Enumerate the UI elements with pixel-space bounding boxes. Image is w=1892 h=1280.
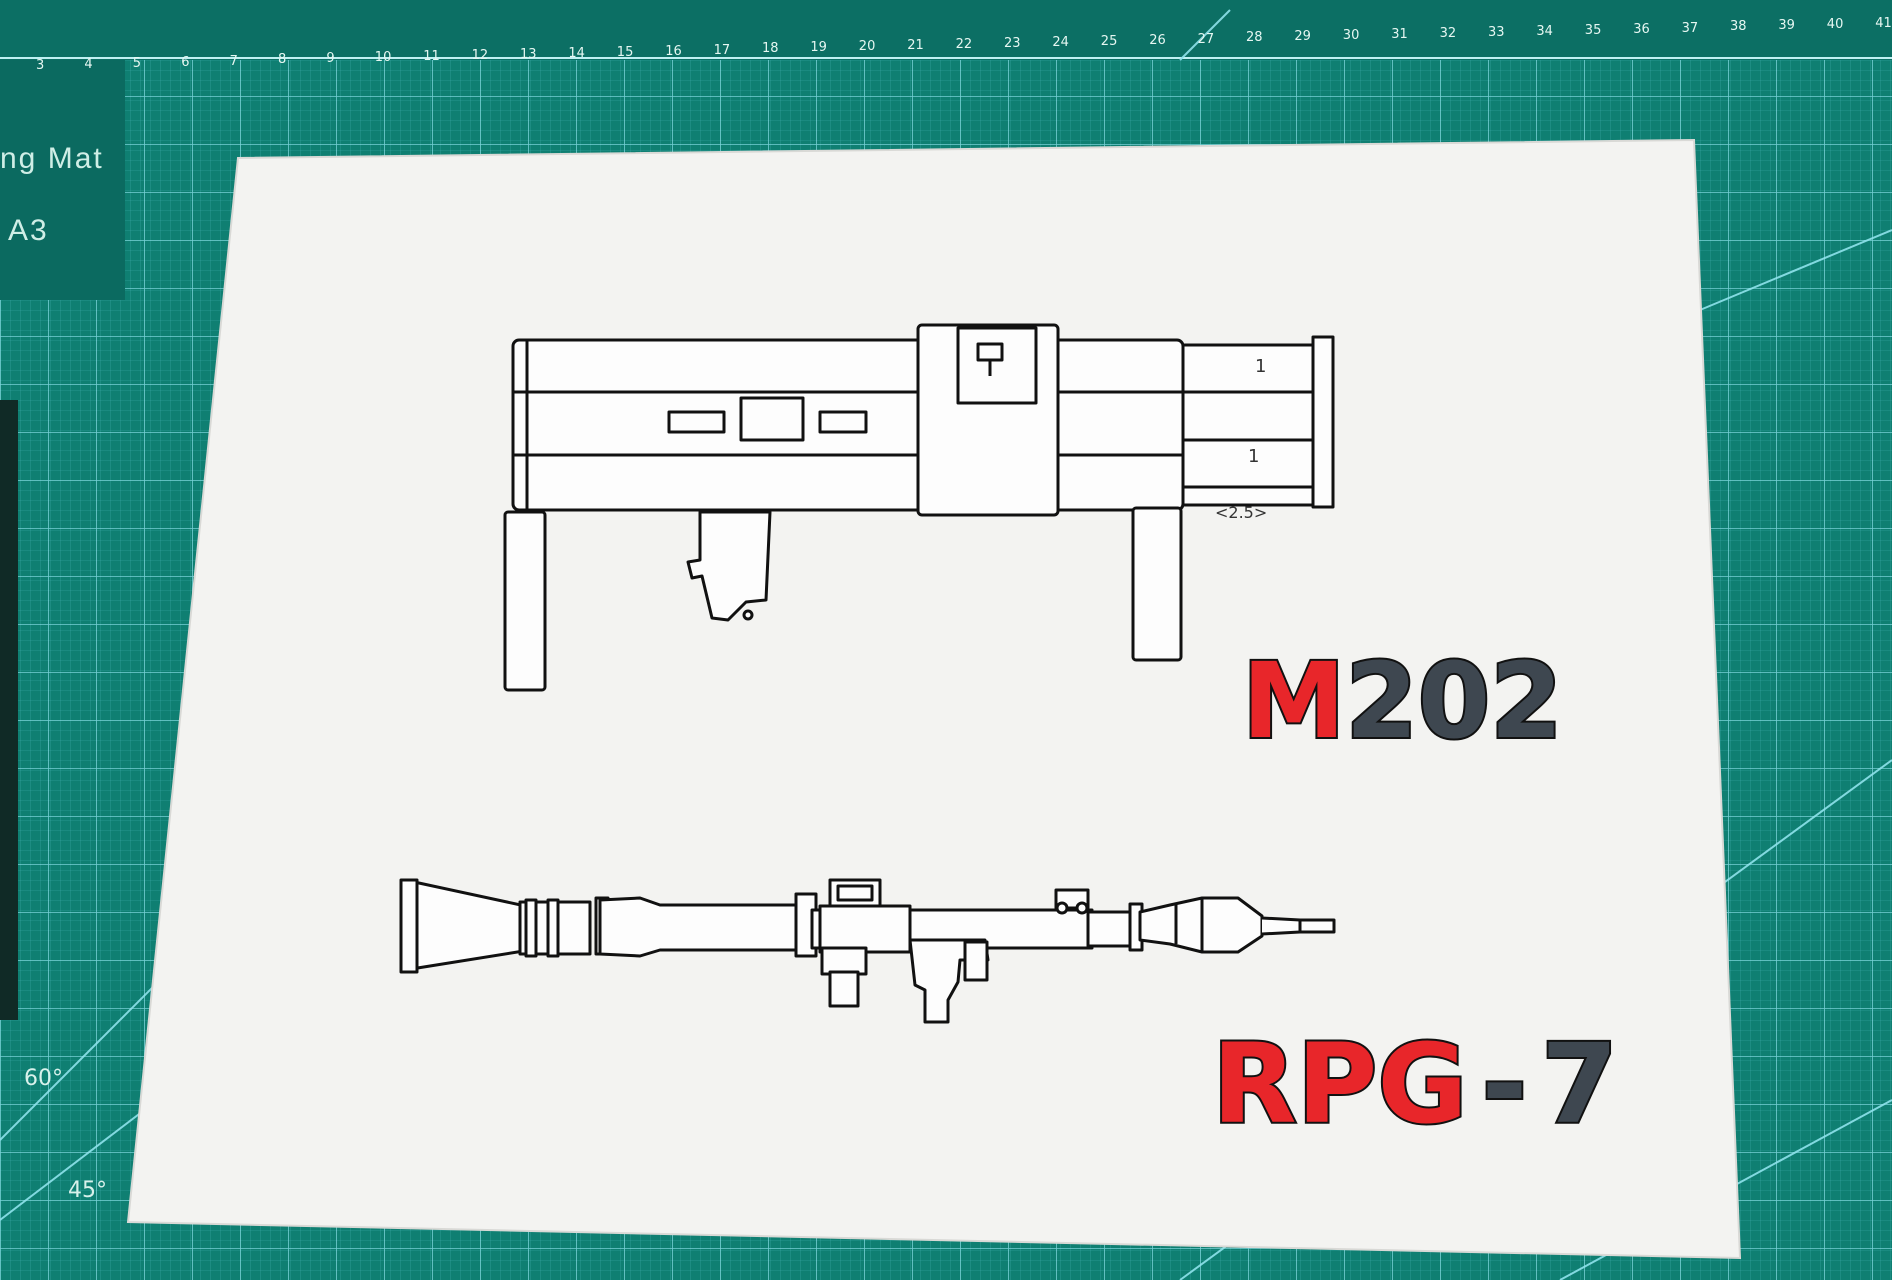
ruler-number: 8 (278, 52, 287, 67)
ruler-number: 25 (1100, 34, 1118, 49)
m202-launcher-drawing (503, 323, 1335, 692)
ruler-number: 17 (713, 43, 731, 58)
ruler-number: 26 (1149, 33, 1166, 48)
ruler-number: 19 (810, 40, 827, 55)
rpg7-label: RPG-7 (1210, 1018, 1620, 1150)
ruler-number: 3 (36, 58, 45, 73)
ruler-number: 11 (423, 49, 440, 64)
rpg7-label-dash: - (1480, 1018, 1530, 1150)
ruler-number: 9 (326, 51, 335, 66)
ruler-number: 18 (762, 41, 779, 56)
ruler-number: 14 (568, 46, 585, 61)
rpg7-label-rpg: RPG (1210, 1018, 1470, 1150)
m202-height-dimension-bottom: 1 (1248, 446, 1260, 467)
ruler-number: 15 (616, 45, 634, 60)
ruler-number: 31 (1391, 27, 1408, 42)
rpg7-launcher-drawing (399, 878, 1336, 1024)
mat-brand-text: ng Mat (0, 142, 104, 175)
ruler-number: 7 (229, 54, 238, 69)
ruler-number: 33 (1488, 25, 1505, 40)
ruler-number: 40 (1826, 17, 1844, 32)
rpg7-label-number: 7 (1539, 1018, 1620, 1150)
ruler-number: 4 (84, 57, 93, 72)
m202-width-dimension: <2.5> (1215, 503, 1268, 522)
mat-size-text: A3 (8, 214, 49, 247)
ruler-number: 24 (1052, 35, 1069, 50)
ruler-number: 16 (665, 44, 682, 59)
ruler-number: 22 (955, 37, 973, 52)
ruler-number: 23 (1004, 36, 1021, 51)
m202-label-m: M (1240, 638, 1347, 764)
angle-60-label: 60° (24, 1066, 63, 1091)
ruler-number: 6 (181, 55, 190, 70)
m202-label: M202 (1240, 638, 1565, 764)
ruler-number: 21 (907, 38, 924, 53)
ruler-number: 30 (1342, 28, 1360, 43)
ruler-number: 38 (1730, 19, 1747, 34)
ruler-number: 5 (132, 56, 142, 71)
angle-45-label: 45° (68, 1178, 107, 1203)
ruler-number: 37 (1681, 21, 1699, 36)
ruler-number: 12 (471, 48, 489, 63)
ruler-number: 20 (858, 39, 876, 54)
ruler-number: 41 (1875, 16, 1892, 31)
ruler-number: 10 (374, 50, 392, 65)
ruler-number: 39 (1778, 18, 1795, 33)
ruler-number: 13 (520, 47, 537, 62)
ruler-number: 28 (1246, 30, 1263, 45)
ruler-number: 32 (1439, 26, 1457, 41)
m202-height-dimension-top: 1 (1255, 356, 1267, 377)
ruler-number: 29 (1294, 29, 1311, 44)
ruler-number: 34 (1536, 24, 1553, 39)
ruler-number: 36 (1633, 22, 1650, 37)
ruler-number: 35 (1584, 23, 1602, 38)
ruler-number: 27 (1197, 32, 1215, 47)
m202-label-number: 202 (1343, 638, 1564, 764)
